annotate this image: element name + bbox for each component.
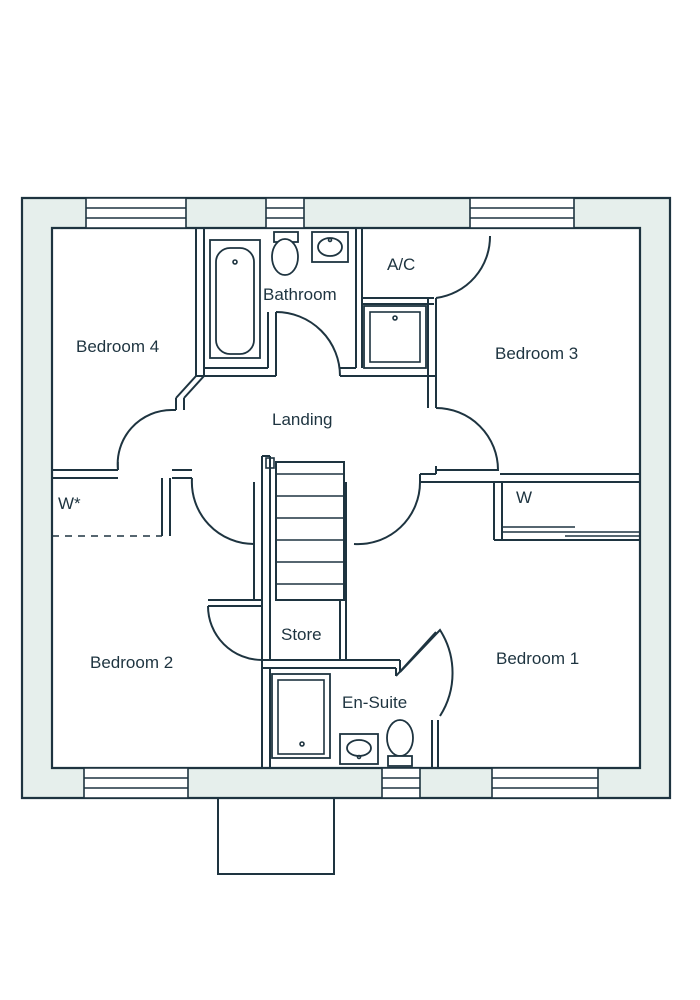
label-bedroom-1: Bedroom 1 bbox=[496, 649, 579, 668]
label-wardrobe-left: W* bbox=[58, 494, 81, 513]
staircase bbox=[265, 457, 345, 601]
label-en-suite: En-Suite bbox=[342, 693, 407, 712]
label-bedroom-4: Bedroom 4 bbox=[76, 337, 159, 356]
windows-bottom bbox=[83, 767, 599, 799]
label-landing: Landing bbox=[272, 410, 333, 429]
door-swings bbox=[116, 235, 500, 717]
label-ac: A/C bbox=[387, 255, 415, 274]
outer-walls bbox=[20, 196, 672, 800]
label-bedroom-2: Bedroom 2 bbox=[90, 653, 173, 672]
windows-top bbox=[85, 197, 575, 229]
label-bathroom: Bathroom bbox=[263, 285, 337, 304]
label-store: Store bbox=[281, 625, 322, 644]
internal-walls bbox=[52, 227, 640, 768]
label-bedroom-3: Bedroom 3 bbox=[495, 344, 578, 363]
porch bbox=[217, 797, 335, 875]
fixtures bbox=[209, 231, 427, 767]
label-wardrobe-right: W bbox=[516, 488, 532, 507]
